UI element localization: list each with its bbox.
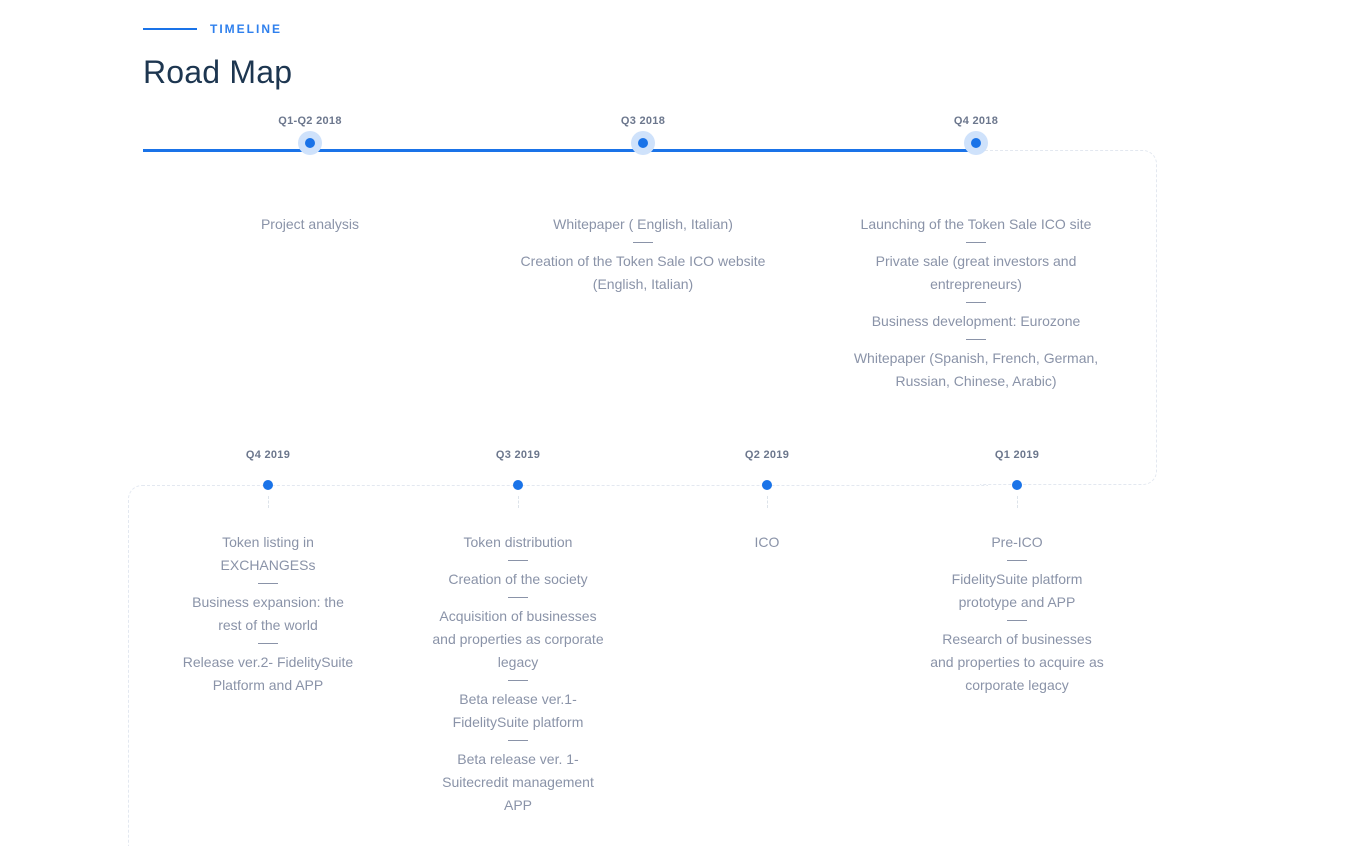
list-item: Business expansion: the rest of the worl… <box>178 583 358 637</box>
list-item: Creation of the Token Sale ICO website (… <box>507 242 779 296</box>
milestone-items: Token distribution Creation of the socie… <box>426 531 610 817</box>
milestone-quarter: Q3 2019 <box>495 449 541 461</box>
milestone-node-icon <box>298 131 322 155</box>
milestone-node-icon <box>631 131 655 155</box>
milestone-quarter: Q2 2019 <box>744 449 790 461</box>
milestone-node-icon <box>263 480 273 490</box>
eyebrow-divider <box>143 28 197 30</box>
list-item: Beta release ver.1- FidelitySuite platfo… <box>426 680 610 734</box>
list-item: FidelitySuite platform prototype and APP <box>925 560 1109 614</box>
milestone-stem <box>766 496 768 508</box>
milestone-items: Launching of the Token Sale ICO site Pri… <box>840 213 1112 393</box>
list-item: Token distribution <box>463 534 573 550</box>
milestone-node-icon <box>762 480 772 490</box>
list-item: Release ver.2- FidelitySuite Platform an… <box>178 643 358 697</box>
milestone-items: ICO <box>677 531 857 554</box>
milestone-q1-2019: Q1 2019 Pre-ICO FidelitySuite platform p… <box>925 448 1109 697</box>
milestone-quarter: Q4 2019 <box>245 449 291 461</box>
milestone-quarter: Q1-Q2 2018 <box>278 115 342 127</box>
timeline-connector-bottom <box>128 485 988 846</box>
milestone-stem <box>517 496 519 508</box>
milestone-items: Whitepaper ( English, Italian) Creation … <box>507 213 779 296</box>
milestone-quarter: Q3 2018 <box>620 115 666 127</box>
milestone-items: Pre-ICO FidelitySuite platform prototype… <box>925 531 1109 697</box>
list-item: Token listing in EXCHANGESs <box>220 534 316 573</box>
milestone-q3-2019: Q3 2019 Token distribution Creation of t… <box>426 448 610 817</box>
list-item: Pre-ICO <box>991 534 1043 550</box>
milestone-items: Project analysis <box>185 213 435 236</box>
list-item: Launching of the Token Sale ICO site <box>860 216 1092 232</box>
page-title: Road Map <box>143 54 293 90</box>
list-item: Acquisition of businesses and properties… <box>426 597 610 674</box>
list-item: Creation of the society <box>426 560 610 591</box>
milestone-node-icon <box>513 480 523 490</box>
milestone-quarter: Q1 2019 <box>994 449 1040 461</box>
milestone-node-icon <box>1012 480 1022 490</box>
milestone-stem <box>1016 496 1018 508</box>
milestone-q4-2018: Q4 2018 Launching of the Token Sale ICO … <box>840 114 1112 393</box>
milestone-q4-2019: Q4 2019 Token listing in EXCHANGESs Busi… <box>178 448 358 697</box>
list-item: Business development: Eurozone <box>840 302 1112 333</box>
list-item: Private sale (great investors and entrep… <box>840 242 1112 296</box>
milestone-q2-2019: Q2 2019 ICO <box>677 448 857 554</box>
milestone-node-icon <box>964 131 988 155</box>
eyebrow-label: TIMELINE <box>210 22 282 36</box>
list-item: Research of businesses and properties to… <box>925 620 1109 697</box>
milestone-stem <box>267 496 269 508</box>
timeline-connector-right <box>980 150 1157 485</box>
list-item: ICO <box>754 534 780 550</box>
milestone-q1-q2-2018: Q1-Q2 2018 Project analysis <box>185 114 435 236</box>
list-item: Whitepaper (Spanish, French, German, Rus… <box>840 339 1112 393</box>
list-item: Project analysis <box>260 216 360 232</box>
timeline-progress-line <box>143 149 977 152</box>
milestone-items: Token listing in EXCHANGESs Business exp… <box>178 531 358 697</box>
milestone-q3-2018: Q3 2018 Whitepaper ( English, Italian) C… <box>507 114 779 296</box>
section-eyebrow: TIMELINE <box>143 20 282 38</box>
list-item: Beta release ver. 1- Suitecredit managem… <box>426 740 610 817</box>
milestone-quarter: Q4 2018 <box>953 115 999 127</box>
list-item: Whitepaper ( English, Italian) <box>553 216 733 232</box>
